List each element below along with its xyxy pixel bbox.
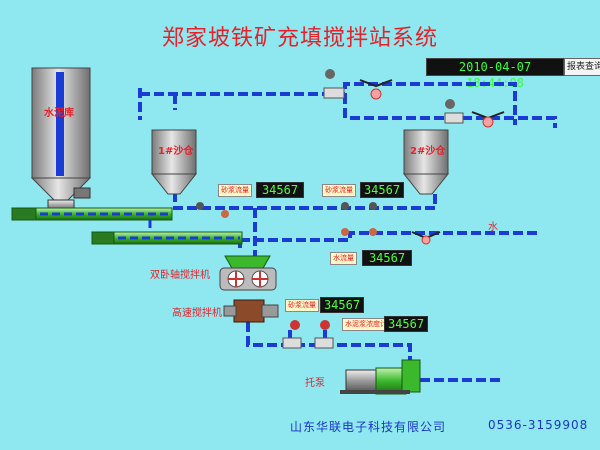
butterfly-valve-icon[interactable] <box>359 79 393 100</box>
meter-value: 34567 <box>360 182 404 198</box>
datetime-display: 2010-04-07 18:44:08 <box>426 58 564 90</box>
report-query-button[interactable]: 报表查询 <box>564 58 600 76</box>
high-speed-mixer-label: 高速搅拌机 <box>172 308 222 319</box>
water-label: 水 <box>488 222 498 233</box>
meter-value: 34567 <box>256 182 304 198</box>
valve-icon[interactable] <box>196 202 377 236</box>
cement-silo[interactable] <box>30 67 92 201</box>
sand-silo-2-label: 2#沙仓 <box>410 146 446 157</box>
meter-tag: 砂浆流量 <box>322 184 356 197</box>
meter-value: 34567 <box>384 316 428 332</box>
sand-silo-2[interactable] <box>402 129 450 195</box>
flow-meter-icon[interactable] <box>282 320 334 349</box>
valve-icon[interactable] <box>444 99 464 124</box>
high-speed-mixer[interactable] <box>223 299 279 323</box>
meter-tag: 水泥浆浓度计 <box>342 318 390 331</box>
pump-label: 托泵 <box>305 378 325 389</box>
butterfly-valve-icon[interactable] <box>411 231 441 245</box>
company-name: 山东华联电子科技有限公司 <box>290 420 447 434</box>
cement-silo-label: 水泥库 <box>44 108 74 119</box>
meter-tag: 砂浆流量 <box>218 184 252 197</box>
butterfly-valve-icon[interactable] <box>471 111 505 128</box>
meter-tag: 水流量 <box>330 252 357 265</box>
twin-mixer-label: 双卧轴搅拌机 <box>150 270 210 281</box>
meter-value: 34567 <box>362 250 412 266</box>
cement-screw-feeder[interactable] <box>11 187 243 245</box>
company-phone: 0536-3159908 <box>488 418 589 432</box>
sand-silo-1-label: 1#沙仓 <box>158 146 194 157</box>
meter-tag: 砂浆流量 <box>285 299 319 312</box>
meter-value: 34567 <box>320 297 364 313</box>
twin-shaft-mixer[interactable] <box>219 255 277 291</box>
page-title: 郑家坡铁矿充填搅拌站系统 <box>161 26 438 51</box>
pipe-network <box>138 82 557 382</box>
sand-silo-1[interactable] <box>150 129 198 195</box>
pump[interactable] <box>340 359 421 395</box>
valve-icon[interactable] <box>323 69 345 99</box>
